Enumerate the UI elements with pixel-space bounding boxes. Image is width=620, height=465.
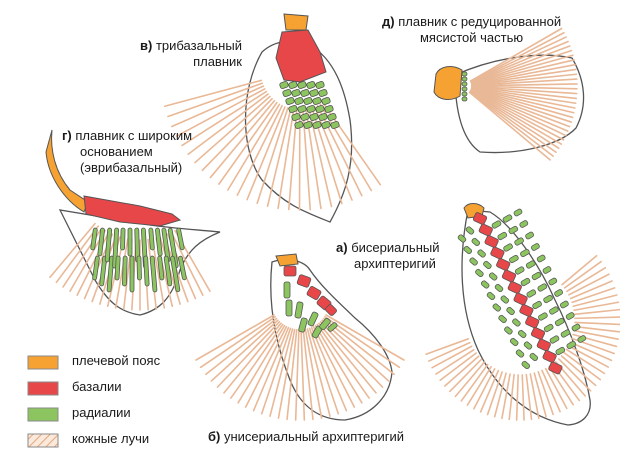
label-uniserial-letter: б) [208, 429, 220, 444]
label-uniserial-line1: унисериальный архиптеригий [224, 429, 404, 444]
radial-element [571, 323, 580, 331]
label-biserial-line1: бисериальный [351, 240, 439, 255]
radial-element [128, 228, 132, 256]
legend-item-radial: радиалии [28, 402, 160, 422]
label-biserial-letter: а) [336, 240, 348, 255]
radial-element [462, 97, 467, 101]
legend-label-girdle: плечевой пояс [72, 353, 160, 368]
label-biserial: а) бисериальный архиптеригий [336, 240, 440, 272]
basal-element [284, 266, 296, 276]
radial-element [519, 220, 528, 228]
label-tribasal: в) трибазальный плавник [140, 38, 242, 70]
label-reduced-line1: плавник с редуцированной [398, 14, 561, 29]
dermal-ray [575, 310, 620, 315]
radial-element [531, 243, 540, 251]
radial-element [137, 256, 142, 280]
dermal-ray [562, 256, 596, 285]
radial-element [565, 312, 574, 320]
tribasal-fin-basals [276, 30, 326, 82]
dermal-ray [574, 302, 618, 310]
label-reduced-line2: мясистой частью [382, 30, 561, 46]
radial-element [115, 256, 120, 280]
label-uniserial: б) унисериальный архиптеригий [208, 429, 404, 445]
radial-element [536, 254, 545, 262]
legend-item-ray: кожные лучи [28, 428, 160, 448]
radial-element [462, 92, 467, 96]
dermal-ray [573, 295, 617, 306]
label-tribasal-line2: плавник [140, 54, 242, 70]
radial-element [462, 82, 467, 86]
radial-element [502, 214, 512, 223]
dermal-ray [455, 362, 484, 396]
uniserial-fin [196, 254, 404, 420]
legend-label-basal: базалии [72, 379, 122, 394]
dermal-ray [450, 359, 482, 391]
radial-element [130, 256, 134, 292]
radial-element [554, 289, 563, 297]
legend-label-ray: кожные лучи [72, 431, 149, 446]
dermal-ray [461, 365, 487, 401]
label-eurybasal-line1: плавник с широким [75, 128, 192, 143]
biserial-fin [426, 204, 620, 426]
legend-item-girdle: плечевой пояс [28, 350, 160, 370]
label-tribasal-line1: трибазальный [156, 38, 242, 53]
radial-element [120, 228, 125, 250]
reduced-fin [434, 29, 584, 160]
radial-element [542, 266, 551, 274]
label-eurybasal: г) плавник с широким основанием (эврибаз… [62, 128, 192, 176]
label-tribasal-letter: в) [140, 38, 152, 53]
tribasal-fin-girdle [284, 14, 308, 30]
label-reduced: д) плавник с редуцированной мясистой час… [382, 14, 561, 46]
uniserial-fin-girdle [276, 254, 298, 266]
reduced-fin-girdle [434, 67, 462, 100]
legend-label-radial: радиалии [72, 405, 131, 420]
dermal-ray [440, 353, 476, 380]
dermal-ray [217, 322, 279, 387]
legend: плечевой пояс базалии радиалии кожные лу… [28, 350, 160, 454]
radial-element [462, 77, 467, 81]
dermal-ray [575, 317, 620, 318]
label-eurybasal-line2: основанием [62, 144, 192, 160]
dermal-ray [575, 327, 620, 332]
radial-element [525, 231, 534, 239]
radial-element [462, 87, 467, 91]
label-eurybasal-letter: г) [62, 128, 72, 143]
radial-element [508, 226, 518, 235]
label-biserial-line2: архиптеригий [336, 256, 440, 272]
radial-element [462, 72, 467, 76]
radial-element [548, 277, 557, 285]
radial-element [286, 300, 292, 316]
legend-item-basal: базалии [28, 376, 160, 396]
dermal-ray [565, 262, 602, 288]
radial-element [560, 300, 569, 308]
radial-element [122, 256, 127, 286]
dermal-ray [445, 356, 479, 386]
radial-element [284, 282, 290, 298]
label-reduced-letter: д) [382, 14, 395, 29]
label-eurybasal-line3: (эврибазальный) [62, 160, 192, 176]
dermal-ray [211, 320, 277, 381]
radial-element [513, 208, 522, 216]
dermal-ray [575, 322, 620, 324]
